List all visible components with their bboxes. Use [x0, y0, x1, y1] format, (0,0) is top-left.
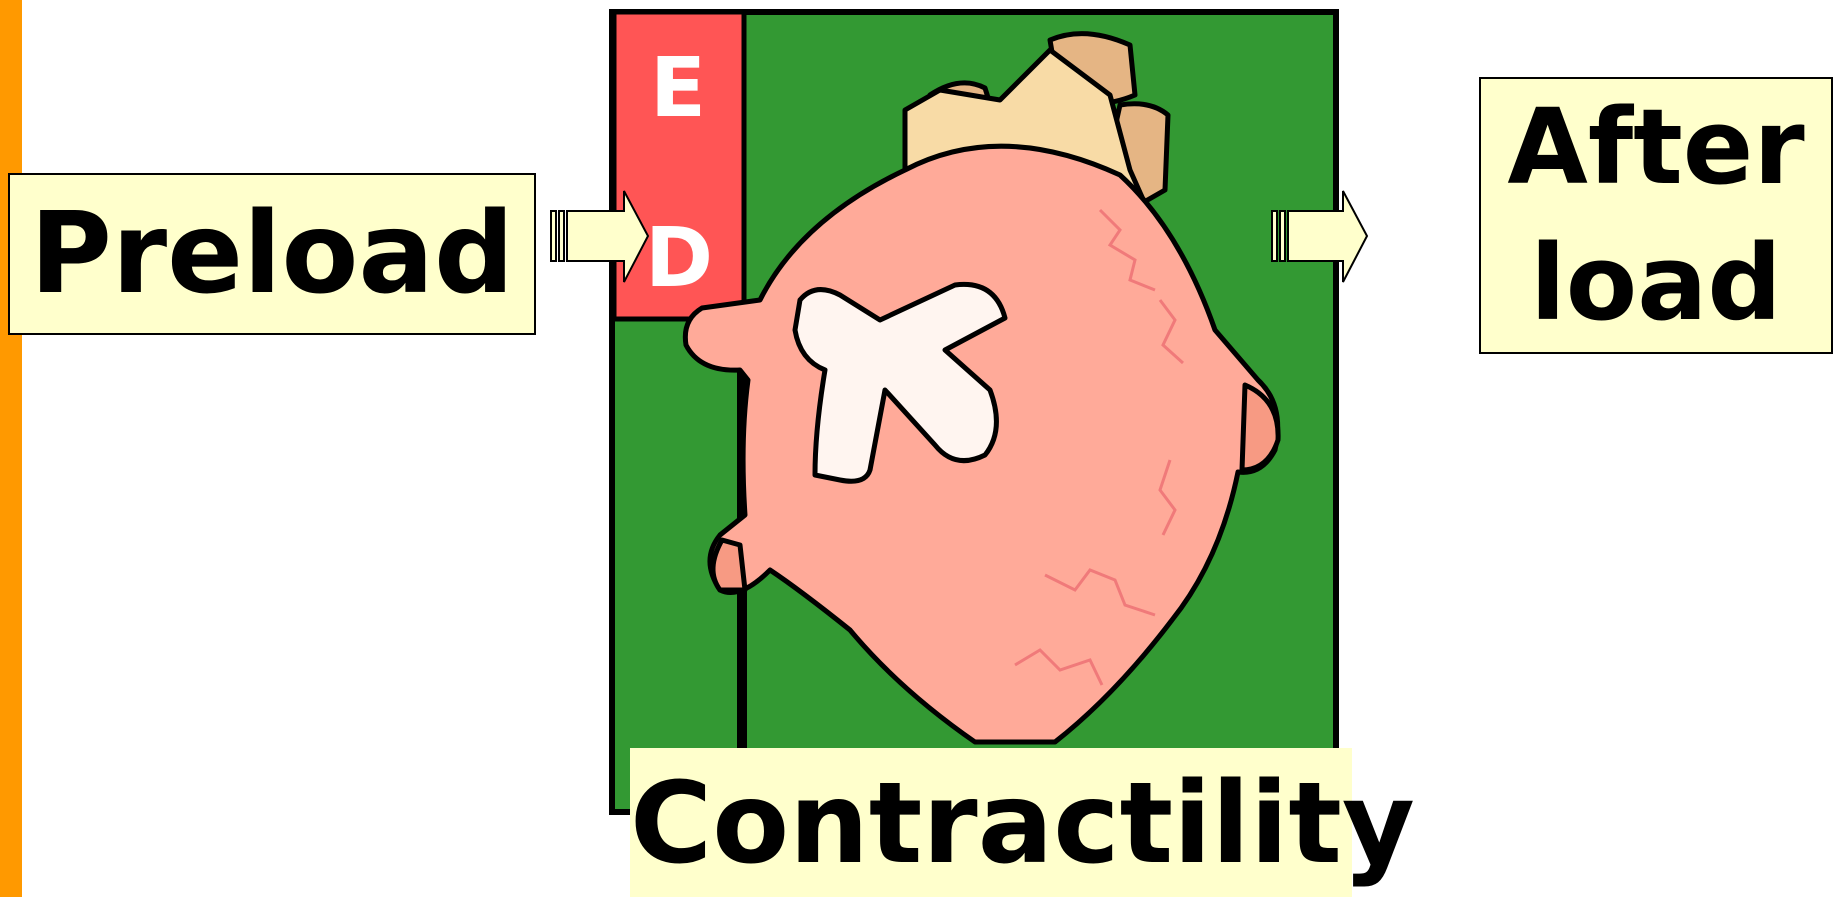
afterload-line-1: After	[1481, 79, 1831, 215]
contractility-label: Contractility	[630, 748, 1352, 897]
afterload-label: After load	[1479, 77, 1833, 354]
ed-letter-d: D	[645, 218, 713, 300]
preload-label: Preload	[8, 173, 536, 335]
ed-letter-e: E	[650, 48, 706, 130]
afterload-line-2: load	[1481, 215, 1831, 351]
